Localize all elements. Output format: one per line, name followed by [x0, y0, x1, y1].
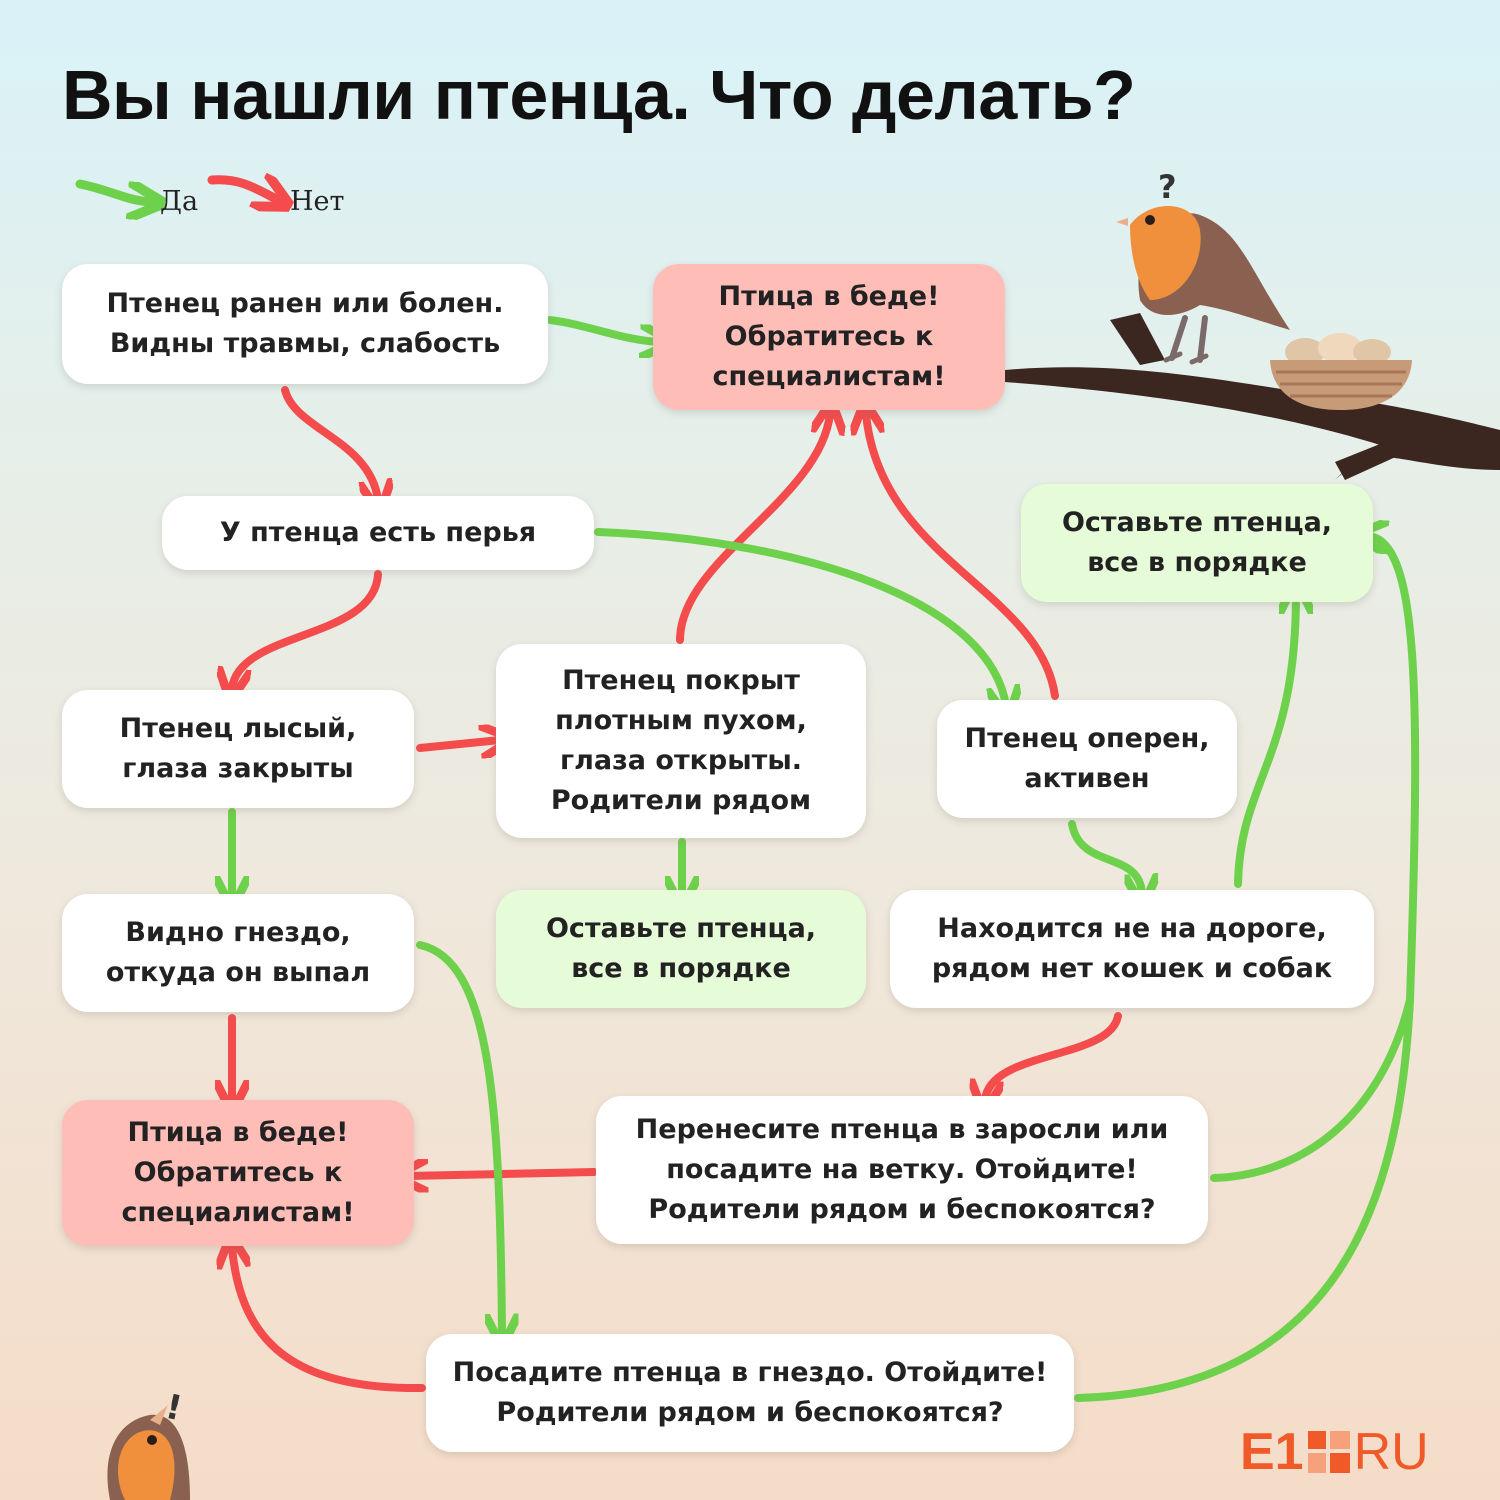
- logo-dot-icon: [1307, 1431, 1350, 1473]
- edge-feathered-yes: [1068, 820, 1142, 894]
- logo-domain: RU: [1353, 1423, 1429, 1481]
- edge-safe-no: [985, 1012, 1122, 1100]
- edge-move-yes: [1210, 996, 1414, 1182]
- edge-injured-yes: [546, 316, 660, 342]
- node-safe-place: Находится не на дороге,рядом нет кошек и…: [890, 890, 1374, 1008]
- edge-feathered-no: [866, 414, 1059, 700]
- edge-putnest-yes: [1074, 536, 1420, 1402]
- edge-downy-no: [676, 414, 830, 644]
- edge-bald-no: [416, 740, 500, 748]
- node-nest-visible: Видно гнездо,откуда он выпал: [62, 894, 414, 1012]
- page-title: Вы нашли птенца. Что делать?: [62, 56, 1136, 134]
- bird-bottom-illustration: [107, 1405, 190, 1500]
- legend-no-arrow: [207, 180, 278, 200]
- edge-feathers-yes: [594, 528, 1006, 706]
- edge-injured-no: [281, 386, 378, 500]
- question-mark-icon: ?: [1158, 168, 1177, 206]
- branch-illustration: [1005, 313, 1500, 480]
- edge-nest-yes: [416, 941, 502, 1334]
- node-leave-mid: Оставьте птенца,все в порядке: [496, 890, 866, 1008]
- legend-no-label: Нет: [290, 186, 345, 217]
- node-leave-top: Оставьте птенца,все в порядке: [1021, 484, 1373, 602]
- legend-yes-arrow: [75, 179, 150, 202]
- node-bald: Птенец лысый,глаза закрыты: [62, 690, 414, 808]
- edge-safe-yes: [1234, 594, 1296, 888]
- node-has-feathers: У птенца есть перья: [162, 496, 594, 570]
- node-injured: Птенец ранен или болен.Видны травмы, сла…: [62, 264, 548, 384]
- bird-top-illustration: [1116, 206, 1290, 365]
- e1-logo: E1 RU: [1240, 1423, 1429, 1481]
- node-feathered: Птенец оперен,активен: [937, 700, 1237, 818]
- legend-yes-label: Да: [160, 186, 199, 217]
- nest-illustration: [1270, 333, 1412, 410]
- edge-feathers-no: [232, 570, 382, 688]
- node-put-nest: Посадите птенца в гнездо. Отойдите!Родит…: [426, 1334, 1074, 1452]
- edge-putnest-no: [232, 1248, 426, 1393]
- logo-brand: E1: [1240, 1423, 1304, 1481]
